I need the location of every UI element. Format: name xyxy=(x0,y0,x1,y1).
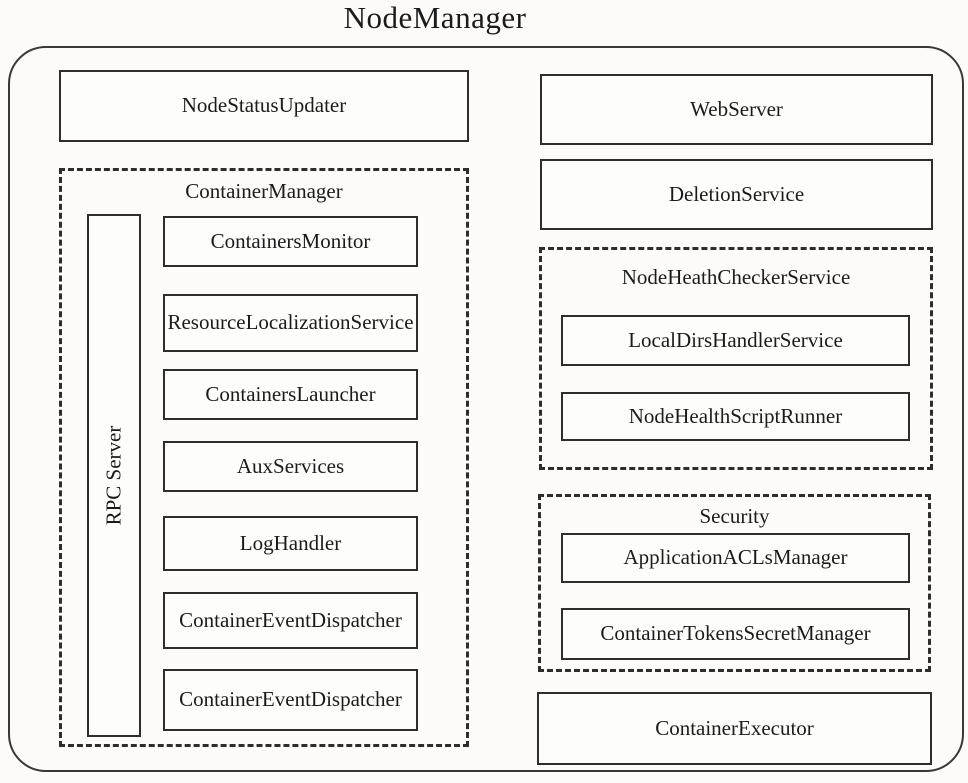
node-health-checker-group: NodeHeathCheckerService LocalDirsHandler… xyxy=(539,247,933,470)
containers-launcher-box: ContainersLauncher xyxy=(163,369,418,420)
application-acls-manager-box: ApplicationACLsManager xyxy=(561,533,910,583)
container-event-dispatcher-box-1: ContainerEventDispatcher xyxy=(163,592,418,649)
rpc-server-label: RPC Server xyxy=(101,425,126,526)
local-dirs-handler-service-box: LocalDirsHandlerService xyxy=(561,315,910,366)
security-label: Security xyxy=(699,504,770,528)
container-tokens-secret-manager-box: ContainerTokensSecretManager xyxy=(561,608,910,660)
containers-monitor-box: ContainersMonitor xyxy=(163,216,418,267)
node-health-checker-label: NodeHeathCheckerService xyxy=(621,265,851,289)
container-event-dispatcher-box-2: ContainerEventDispatcher xyxy=(163,669,418,731)
container-manager-group: ContainerManager RPC Server ContainersMo… xyxy=(59,168,469,747)
diagram-title: NodeManager xyxy=(343,0,527,35)
node-status-updater-box: NodeStatusUpdater xyxy=(59,70,469,142)
aux-services-box: AuxServices xyxy=(163,441,418,492)
deletion-service-box: DeletionService xyxy=(540,159,933,230)
nodemanager-boundary: NodeStatusUpdater ContainerManager RPC S… xyxy=(8,46,964,772)
web-server-box: WebServer xyxy=(540,74,933,145)
container-manager-label: ContainerManager xyxy=(185,179,343,203)
log-handler-box: LogHandler xyxy=(163,516,418,571)
resource-localization-service-box: ResourceLocalizationService xyxy=(163,294,418,352)
security-group: Security ApplicationACLsManager Containe… xyxy=(538,494,931,672)
container-executor-box: ContainerExecutor xyxy=(537,692,932,765)
node-health-script-runner-box: NodeHealthScriptRunner xyxy=(561,392,910,441)
rpc-server-box: RPC Server xyxy=(87,214,141,737)
